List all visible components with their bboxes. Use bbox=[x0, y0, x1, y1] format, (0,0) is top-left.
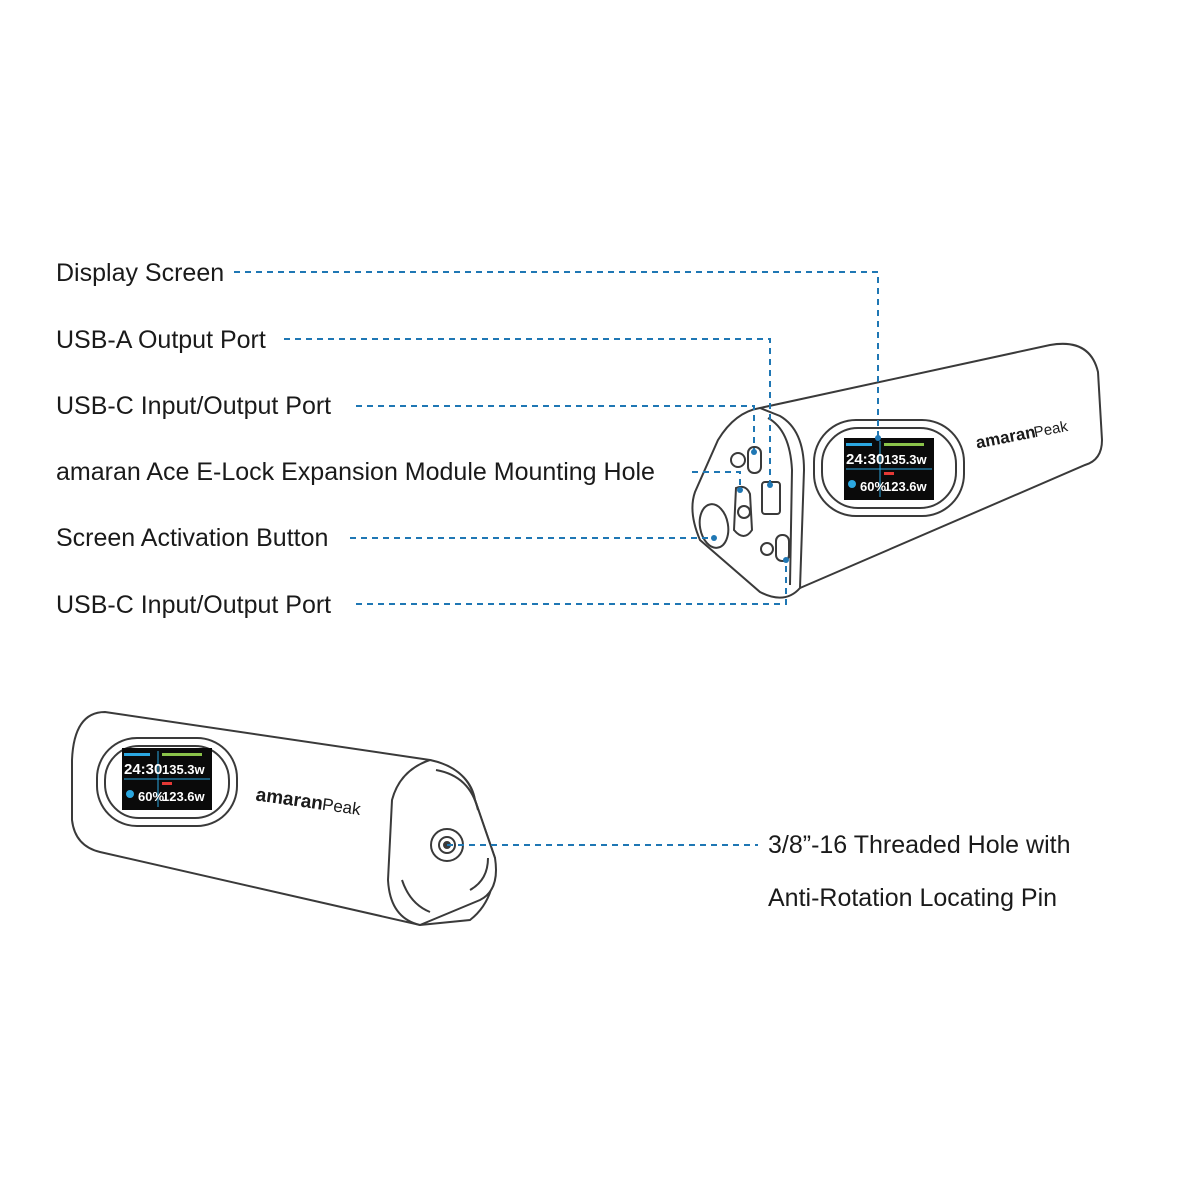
device-bottom-screen-bezel-inner bbox=[104, 745, 230, 819]
device-bottom-cutout-top bbox=[435, 769, 479, 811]
device-top-screen-power-bottom: 123.6w bbox=[884, 479, 928, 494]
label-mounting-hole: amaran Ace E-Lock Expansion Module Mount… bbox=[56, 458, 655, 486]
label-anti-rotation-pin: Anti-Rotation Locating Pin bbox=[768, 884, 1058, 912]
device-bottom-endcap bbox=[386, 758, 497, 927]
label-usb-a-output-port: USB-A Output Port bbox=[56, 326, 266, 354]
device-top-logo-sub: Peak bbox=[1032, 418, 1069, 441]
device-top-body bbox=[759, 342, 1104, 589]
leader-lines bbox=[234, 271, 879, 846]
device-top-screen-power-top: 135.3w bbox=[884, 452, 928, 467]
leader-usb-c-port-top bbox=[356, 405, 755, 452]
label-screen-activation-button: Screen Activation Button bbox=[56, 524, 329, 552]
device-bottom-threaded-hole bbox=[438, 836, 456, 854]
device-top-small-hole bbox=[730, 452, 746, 468]
device-top-endcap-edge bbox=[767, 417, 794, 586]
device-top-screen-battery: 60% bbox=[860, 479, 886, 494]
device-bottom-cutout-left bbox=[401, 879, 431, 913]
label-usb-c-port-top: USB-C Input/Output Port bbox=[56, 392, 332, 420]
device-top-screen-time: 24:30 bbox=[846, 451, 884, 468]
device-top-screen: 24:30 135.3w 60% 123.6w bbox=[844, 438, 934, 500]
device-bottom-screen-time: 24:30 bbox=[124, 761, 162, 778]
device-bottom-screen: 24:30 135.3w 60% 123.6w bbox=[122, 748, 212, 810]
device-bottom-screen-power-bottom: 123.6w bbox=[162, 789, 206, 804]
device-top-logo: amaran Peak bbox=[974, 418, 1070, 453]
label-display-screen: Display Screen bbox=[56, 259, 225, 287]
device-top-endcap bbox=[691, 406, 806, 599]
leader-usb-a-output-port bbox=[284, 338, 771, 485]
device-top-mounting-hole bbox=[732, 485, 754, 537]
label-threaded-hole: 3/8”-16 Threaded Hole with bbox=[768, 831, 1071, 859]
device-top-mounting-pin bbox=[737, 505, 751, 519]
device-top-logo-main: amaran bbox=[974, 422, 1037, 452]
device-bottom-screen-battery: 60% bbox=[138, 789, 164, 804]
device-bottom-screen-power-top: 135.3w bbox=[162, 762, 206, 777]
label-usb-c-port-bottom: USB-C Input/Output Port bbox=[56, 591, 332, 619]
device-bottom-cutout-right bbox=[469, 857, 489, 891]
leader-usb-c-port-bottom bbox=[356, 560, 787, 605]
device-top-screen-bezel-inner bbox=[821, 427, 957, 509]
device-top-small-hole-2 bbox=[760, 542, 774, 556]
device-bottom bbox=[71, 710, 497, 927]
leader-mounting-hole bbox=[692, 471, 741, 490]
leader-display-screen bbox=[234, 271, 879, 438]
device-top-activation-button bbox=[698, 503, 730, 549]
device-top-usb-c-bottom bbox=[775, 534, 790, 562]
leader-endpoints bbox=[711, 435, 881, 563]
device-top-usb-c-top bbox=[747, 446, 762, 474]
